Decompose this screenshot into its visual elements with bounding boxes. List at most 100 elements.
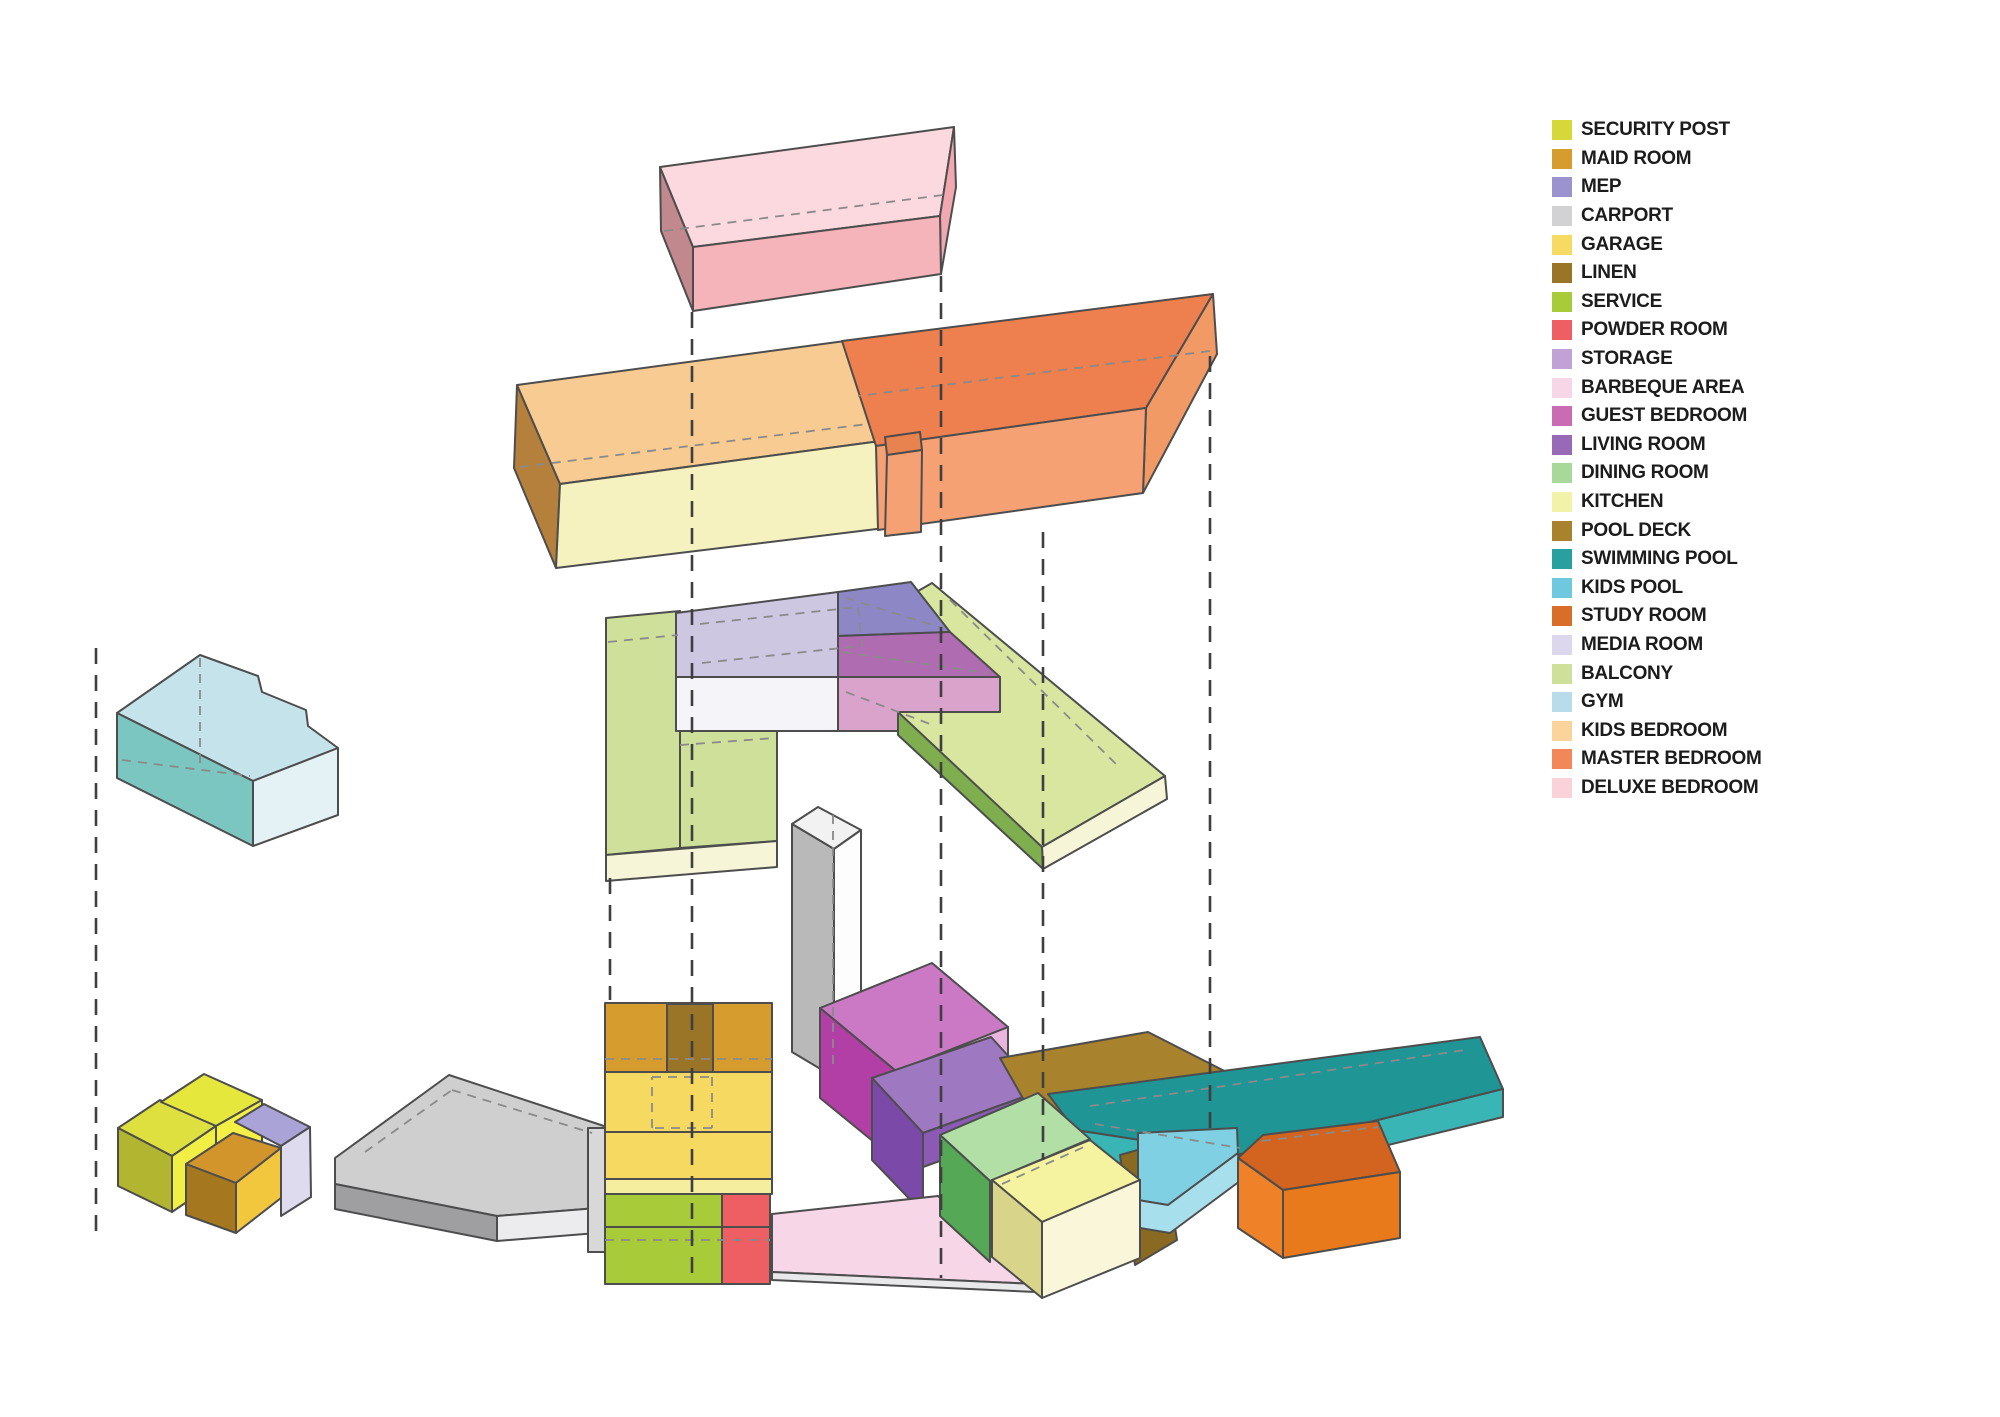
legend-item-carport: CARPORT xyxy=(1552,202,1762,231)
garage-service xyxy=(604,1193,723,1285)
legend-item-maid-room: MAID ROOM xyxy=(1552,145,1762,174)
legend-swatch-gym xyxy=(1552,692,1572,713)
legend-swatch-storage xyxy=(1552,349,1572,370)
legend-label-security-post: SECURITY POST xyxy=(1581,119,1730,141)
legend-item-master-bedroom: MASTER BEDROOM xyxy=(1552,745,1762,774)
legend-label-swimming-pool: SWIMMING POOL xyxy=(1581,548,1738,570)
legend-item-study-room: STUDY ROOM xyxy=(1552,602,1762,631)
legend-label-storage: STORAGE xyxy=(1581,348,1673,370)
legend-swatch-barbeque-area xyxy=(1552,377,1572,398)
hidden-edge xyxy=(121,759,251,777)
legend-swatch-powder-room xyxy=(1552,320,1572,341)
garage-linen xyxy=(666,1003,714,1073)
legend-swatch-mep xyxy=(1552,177,1572,198)
balcony-left-strip xyxy=(605,610,681,856)
legend-swatch-study-room xyxy=(1552,606,1572,627)
legend-item-kitchen: KITCHEN xyxy=(1552,488,1762,517)
media-room-front xyxy=(675,676,839,732)
legend-item-kids-pool: KIDS POOL xyxy=(1552,574,1762,603)
legend-item-storage: STORAGE xyxy=(1552,345,1762,374)
legend-label-carport: CARPORT xyxy=(1581,205,1673,227)
legend-swatch-living-room xyxy=(1552,434,1572,455)
hidden-edge xyxy=(1094,1123,1241,1149)
hidden-edge xyxy=(701,645,861,664)
legend-item-living-room: LIVING ROOM xyxy=(1552,431,1762,460)
hidden-edge xyxy=(1261,1126,1379,1142)
legend-item-powder-room: POWDER ROOM xyxy=(1552,316,1762,345)
legend-label-kitchen: KITCHEN xyxy=(1581,491,1664,513)
hidden-edge xyxy=(607,634,679,643)
legend-swatch-deluxe-bedroom xyxy=(1552,777,1572,798)
legend-item-barbeque-area: BARBEQUE AREA xyxy=(1552,373,1762,402)
dining-room-front xyxy=(939,1134,991,1263)
legend-item-gym: GYM xyxy=(1552,688,1762,717)
legend-swatch-balcony xyxy=(1552,663,1572,684)
hidden-edge xyxy=(699,606,859,625)
legend-swatch-pool-deck xyxy=(1552,520,1572,541)
garage-powder-room xyxy=(721,1193,771,1285)
legend-swatch-kitchen xyxy=(1552,492,1572,513)
kitchen-front xyxy=(1041,1179,1141,1299)
legend-item-kids-bedroom: KIDS BEDROOM xyxy=(1552,716,1762,745)
legend-label-master-bedroom: MASTER BEDROOM xyxy=(1581,748,1762,770)
legend-item-security-post: SECURITY POST xyxy=(1552,116,1762,145)
balcony-left-lower xyxy=(679,723,778,849)
hidden-edge xyxy=(857,606,863,648)
legend-swatch-media-room xyxy=(1552,634,1572,655)
legend-swatch-kids-pool xyxy=(1552,577,1572,598)
maid-room-right xyxy=(235,1147,282,1234)
legend-label-kids-pool: KIDS POOL xyxy=(1581,576,1683,598)
legend-item-garage: GARAGE xyxy=(1552,230,1762,259)
legend-swatch-garage xyxy=(1552,234,1572,255)
legend-swatch-linen xyxy=(1552,263,1572,284)
garage-pale-strip xyxy=(604,1178,773,1195)
hidden-edge xyxy=(949,599,1121,769)
legend-label-barbeque-area: BARBEQUE AREA xyxy=(1581,376,1745,398)
legend-item-swimming-pool: SWIMMING POOL xyxy=(1552,545,1762,574)
legend-item-deluxe-bedroom: DELUXE BEDROOM xyxy=(1552,774,1762,803)
media-room-top xyxy=(675,591,839,678)
legend-item-media-room: MEDIA ROOM xyxy=(1552,631,1762,660)
legend-item-service: SERVICE xyxy=(1552,288,1762,317)
legend-item-mep: MEP xyxy=(1552,173,1762,202)
legend-label-service: SERVICE xyxy=(1581,290,1662,312)
legend-swatch-maid-room xyxy=(1552,148,1572,169)
legend-item-pool-deck: POOL DECK xyxy=(1552,516,1762,545)
deluxe-bedroom-front xyxy=(692,215,942,312)
legend-label-media-room: MEDIA ROOM xyxy=(1581,633,1703,655)
carport-wall-sliver xyxy=(587,1127,606,1253)
legend-label-deluxe-bedroom: DELUXE BEDROOM xyxy=(1581,776,1759,798)
hidden-edge xyxy=(841,651,989,674)
legend-label-linen: LINEN xyxy=(1581,262,1637,284)
legend-label-guest-bedroom: GUEST BEDROOM xyxy=(1581,405,1748,427)
legend-swatch-swimming-pool xyxy=(1552,549,1572,570)
legend-label-mep: MEP xyxy=(1581,176,1622,198)
legend-swatch-service xyxy=(1552,291,1572,312)
master-bedroom-front xyxy=(875,407,1147,531)
legend-swatch-security-post xyxy=(1552,120,1572,141)
legend-swatch-dining-room xyxy=(1552,463,1572,484)
hidden-edge xyxy=(857,350,1211,397)
legend-item-balcony: BALCONY xyxy=(1552,659,1762,688)
legend-label-study-room: STUDY ROOM xyxy=(1581,605,1707,627)
legend-swatch-master-bedroom xyxy=(1552,749,1572,770)
hidden-edge xyxy=(364,1089,453,1153)
legend-swatch-carport xyxy=(1552,206,1572,227)
hidden-edge xyxy=(845,597,943,629)
legend-label-kids-bedroom: KIDS BEDROOM xyxy=(1581,719,1728,741)
study-room-side-right xyxy=(1282,1171,1401,1259)
legend-label-pool-deck: POOL DECK xyxy=(1581,519,1691,541)
legend-label-maid-room: MAID ROOM xyxy=(1581,147,1692,169)
legend-item-guest-bedroom: GUEST BEDROOM xyxy=(1552,402,1762,431)
legend-label-garage: GARAGE xyxy=(1581,233,1663,255)
legend-label-gym: GYM xyxy=(1581,691,1624,713)
master-bedroom-wing-front xyxy=(884,449,923,537)
hidden-edge xyxy=(451,1089,593,1134)
legend-item-linen: LINEN xyxy=(1552,259,1762,288)
legend-label-powder-room: POWDER ROOM xyxy=(1581,319,1728,341)
legend-swatch-guest-bedroom xyxy=(1552,406,1572,427)
gym-side-right xyxy=(252,747,339,847)
legend-label-balcony: BALCONY xyxy=(1581,662,1673,684)
